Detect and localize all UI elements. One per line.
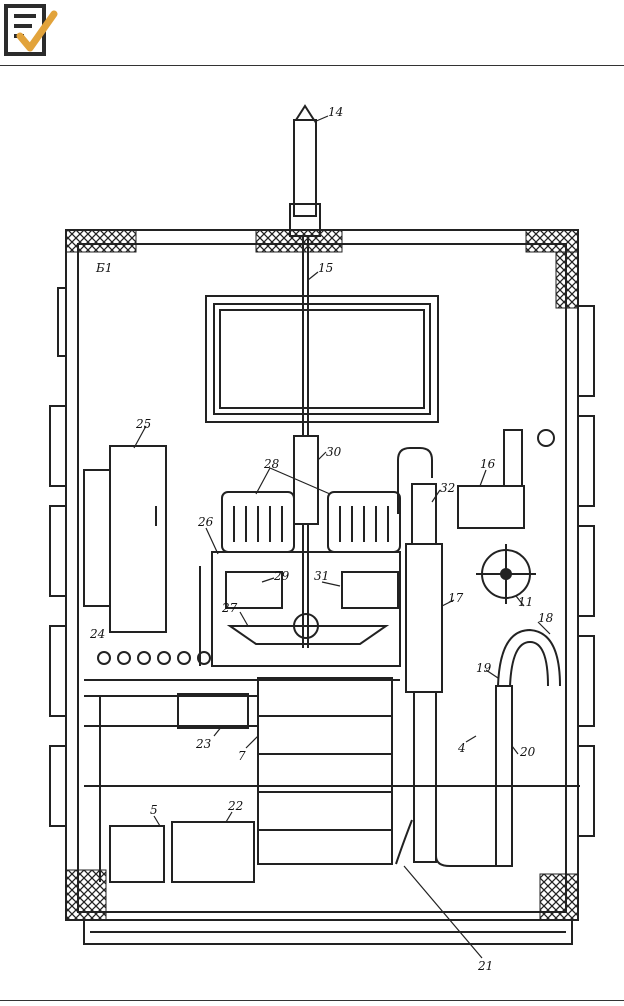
panel-letter-label: Б1 (95, 261, 112, 275)
instrument-head (503, 429, 555, 487)
column-17 (397, 447, 443, 863)
callout-11: 11 (518, 595, 533, 609)
callout-29: 29 (273, 569, 290, 583)
knobs-24 (97, 651, 211, 665)
equipment-cabinet-diagram: Б1 14 15 25 30 28 16 32 26 29 31 11 27 1… (49, 104, 595, 973)
lower-equipment (84, 677, 580, 883)
callout-31: 31 (314, 569, 329, 583)
gauge-dial (476, 544, 536, 604)
callout-23: 23 (195, 737, 212, 751)
viewing-window (205, 295, 439, 423)
header-divider (0, 65, 624, 66)
callout-22: 22 (227, 799, 243, 813)
callout-27: 27 (221, 601, 238, 615)
callout-32: 32 (440, 481, 455, 495)
callout-17: 17 (448, 591, 464, 605)
callout-24: 24 (89, 627, 105, 641)
leader-lines (133, 115, 551, 959)
callout-20: 20 (519, 745, 536, 759)
callout-7: 7 (238, 749, 246, 763)
meter-box (457, 485, 525, 529)
callout-25: 25 (135, 417, 151, 431)
callout-28: 28 (263, 457, 280, 471)
cabinet-base (83, 919, 573, 945)
callout-21: 21 (477, 959, 493, 973)
callout-4: 4 (457, 741, 466, 755)
pipe-18 (435, 628, 561, 867)
callout-5: 5 (150, 803, 158, 817)
page-header (0, 0, 624, 66)
callout-18: 18 (538, 611, 554, 625)
callout-19: 19 (476, 661, 492, 675)
side-cabinet (83, 445, 167, 633)
callout-14: 14 (328, 105, 343, 119)
callout-16: 16 (480, 457, 496, 471)
callout-30: 30 (326, 445, 342, 459)
callout-15: 15 (318, 261, 333, 275)
drive-rod (289, 104, 321, 648)
callout-26: 26 (197, 515, 214, 529)
cabinet-insulation-hatching (65, 229, 579, 921)
document-checkmark-icon (4, 4, 58, 56)
callout-numbers: 14 15 25 30 28 16 32 26 29 31 11 27 17 2… (89, 105, 554, 973)
control-panel (199, 551, 401, 667)
footer-divider (0, 1000, 624, 1001)
